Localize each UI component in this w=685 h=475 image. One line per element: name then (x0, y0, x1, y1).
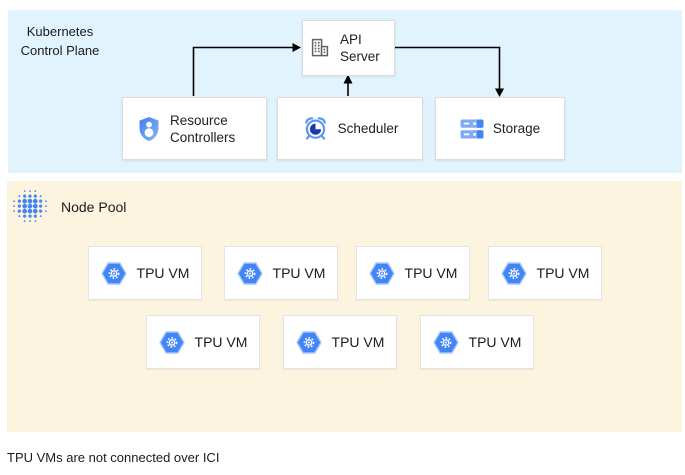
shield-person-icon (139, 116, 159, 141)
tpu-vm-box-1: TPU VM (88, 246, 202, 300)
tpu-vm-label: TPU VM (194, 334, 248, 350)
tpu-vm-label: TPU VM (404, 265, 458, 281)
node-storage: Storage (435, 97, 565, 160)
tpu-vm-label: TPU VM (272, 265, 326, 281)
gke-hexagon-icon (500, 261, 527, 285)
gke-hexagon-icon (295, 330, 322, 354)
tpu-vm-box-6: TPU VM (283, 315, 397, 369)
control-plane-title: Kubernetes Control Plane (12, 22, 108, 60)
tpu-vm-label: TPU VM (536, 265, 590, 281)
storage-stack-icon (460, 119, 484, 138)
tpu-vm-box-7: TPU VM (420, 315, 534, 369)
gke-hexagon-icon (432, 330, 459, 354)
node-pool-region (7, 181, 682, 432)
node-scheduler: Scheduler (277, 97, 423, 160)
diagram-caption: TPU VMs are not connected over ICI (7, 450, 220, 465)
node-label: Scheduler (337, 121, 399, 136)
gke-hexagon-icon (100, 261, 127, 285)
node-resource-controllers: Resource Controllers (122, 97, 267, 160)
node-api-server: API Server (302, 20, 395, 76)
tpu-vm-box-5: TPU VM (146, 315, 260, 369)
tpu-vm-box-2: TPU VM (224, 246, 338, 300)
tpu-vm-label: TPU VM (136, 265, 190, 281)
control-plane-title-line1: Kubernetes (26, 24, 94, 39)
gke-hexagon-icon (236, 261, 263, 285)
gke-hexagon-icon (158, 330, 185, 354)
alarm-clock-icon (304, 117, 326, 140)
node-pool-label: Node Pool (61, 199, 127, 215)
node-label: Storage (492, 121, 541, 136)
control-plane-title-line2: Control Plane (20, 43, 100, 58)
tpu-vm-box-3: TPU VM (356, 246, 470, 300)
gke-hexagon-icon (368, 261, 395, 285)
tpu-vm-label: TPU VM (468, 334, 522, 350)
tpu-vm-label: TPU VM (331, 334, 385, 350)
node-label: Resource Controllers (170, 112, 236, 145)
building-icon (311, 38, 329, 57)
node-label: API Server (340, 32, 380, 64)
dot-grid-icon (13, 190, 47, 222)
tpu-vm-box-4: TPU VM (488, 246, 602, 300)
